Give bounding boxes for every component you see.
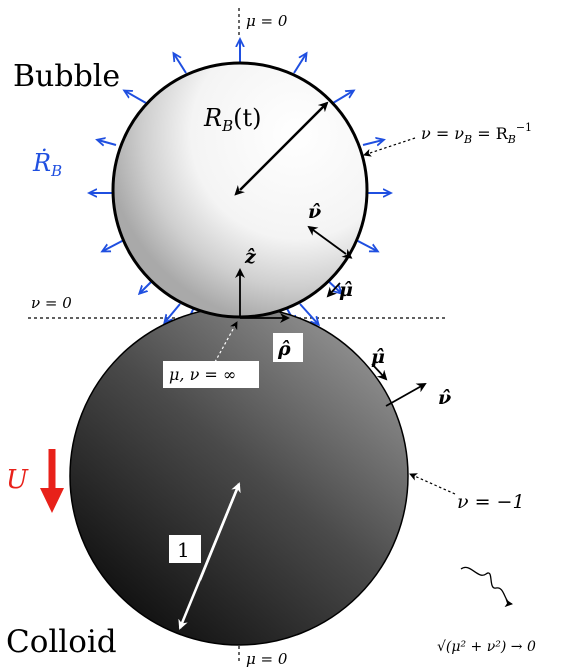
svg-text:ṘB: ṘB <box>32 148 62 180</box>
colloid-sphere <box>69 306 409 646</box>
colloid-radius-arrow-start <box>198 482 241 581</box>
nu-bubble-pointer <box>363 137 416 157</box>
colloid-radius-label-box <box>169 535 201 563</box>
far-field-label: √(μ² + ν²) → 0 <box>437 639 536 655</box>
z-hat-label: ẑ <box>244 246 257 268</box>
bubble-radius-label: RB(t) <box>203 104 261 135</box>
bubble-nu-hat-label: ν̂ <box>308 201 321 223</box>
colloid-radius-label: 1 <box>177 538 190 562</box>
mu-zero-bottom-label: μ = 0 <box>246 650 288 668</box>
bubble-growth-arrows-bottom <box>165 303 318 324</box>
rho-hat-label: ρ̂ <box>277 338 291 360</box>
bubble-nu-hat-arrow <box>307 225 353 259</box>
colloid-nu-hat-arrow <box>385 383 427 407</box>
colloid-nu-hat-label: ν̂ <box>438 387 451 409</box>
svg-text:ν = νB = RB−1: ν = νB = RB−1 <box>421 121 532 146</box>
velocity-u-arrow-head <box>40 488 64 513</box>
bubble-mu-hat-label: μ̂ <box>339 279 353 301</box>
bubble-mu-hat-arrow <box>326 282 341 298</box>
far-field-wavy-arrow <box>460 566 513 608</box>
infinity-label-box <box>163 361 259 388</box>
mu-zero-top-label: μ = 0 <box>246 12 288 30</box>
bubble-velocity-label: ṘB <box>32 148 62 180</box>
colloid-mu-hat-label: μ̂ <box>371 346 385 368</box>
nu-zero-label: ν = 0 <box>31 294 72 312</box>
colloid-mu-hat-arrow <box>371 363 388 381</box>
nu-colloid-pointer <box>409 473 456 495</box>
colloid-title: Colloid <box>6 624 117 660</box>
nu-colloid-label: ν = −1 <box>457 491 525 513</box>
infinity-label: μ, ν = ∞ <box>169 365 236 384</box>
svg-text:RB(t): RB(t) <box>203 104 261 135</box>
nu-bubble-label: ν = νB = RB−1 <box>421 121 532 146</box>
bubble-title: Bubble <box>13 59 120 94</box>
rho-hat-label-box <box>273 333 303 362</box>
bubble-radius-arrow <box>234 101 329 196</box>
velocity-u-label: U <box>6 465 29 495</box>
